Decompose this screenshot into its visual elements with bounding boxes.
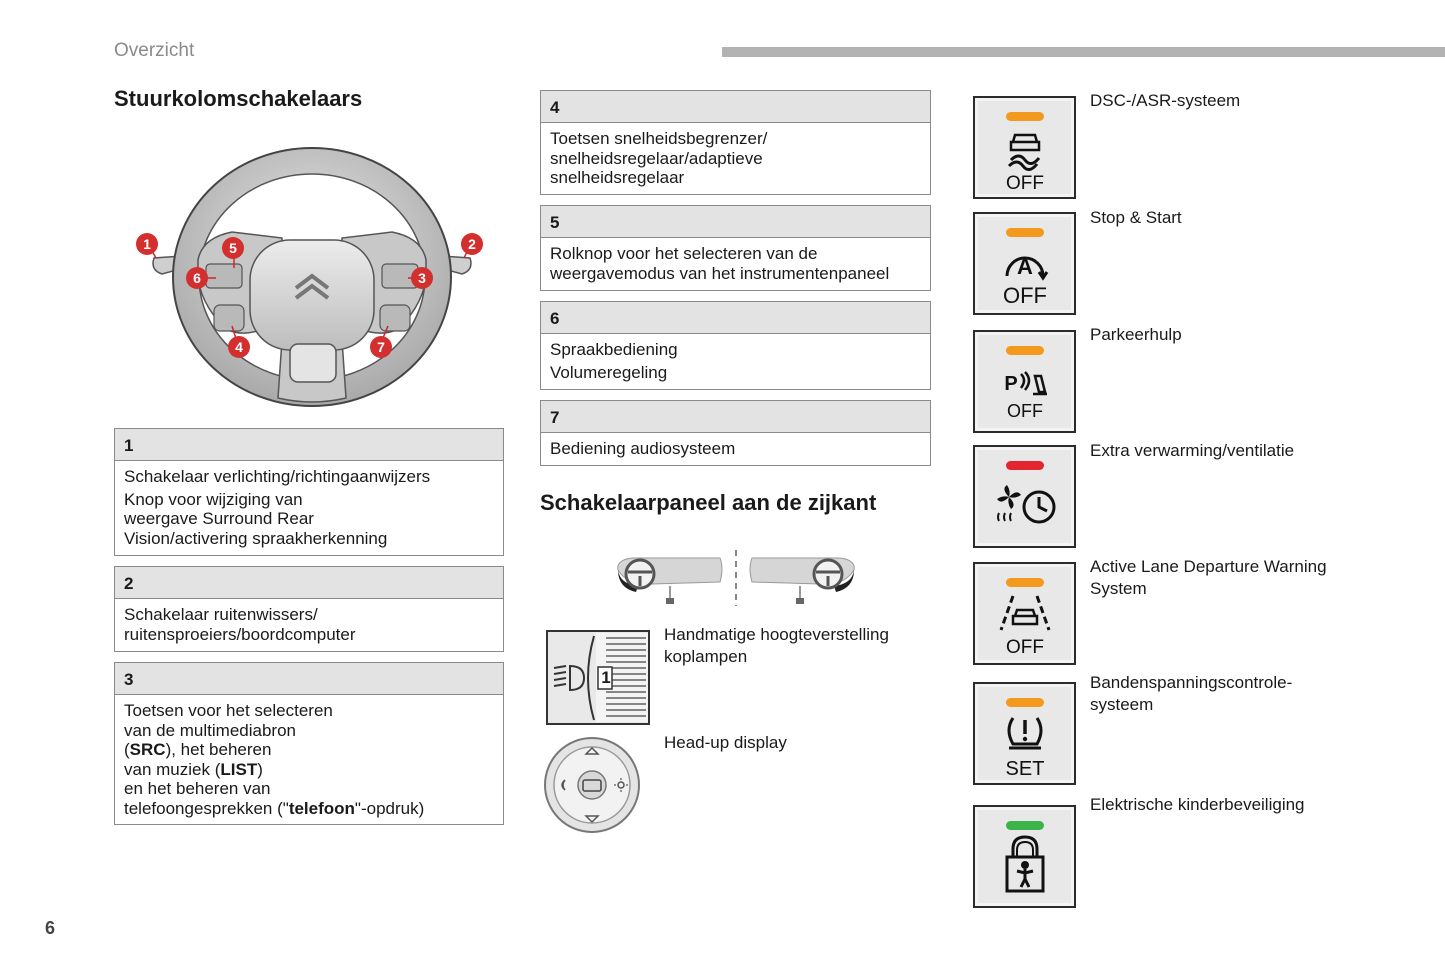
callout-number: 2 xyxy=(115,567,503,599)
svg-text:OFF: OFF xyxy=(1007,401,1043,421)
headlamp-height-dial[interactable]: 1 xyxy=(546,630,650,725)
callout-text: snelheidsregelaar/adaptieve xyxy=(550,148,763,168)
stop-start-button[interactable]: A OFF xyxy=(973,212,1076,315)
svg-text:7: 7 xyxy=(377,339,385,355)
hud-controller-icon xyxy=(544,737,640,833)
hud-label: Head-up display xyxy=(664,733,787,752)
dsc-off-icon: OFF xyxy=(1006,133,1044,194)
callout-text: Vision/activering spraakherkenning xyxy=(124,528,388,548)
headlamp-levelling-icon xyxy=(546,630,650,725)
svg-text:4: 4 xyxy=(235,339,243,355)
callout-text: weergavemodus van het instrumentenpaneel xyxy=(550,263,890,283)
marker-2: 2 xyxy=(461,233,483,255)
page-number: 6 xyxy=(45,918,56,938)
callout-text: ruitensproeiers/boordcomputer xyxy=(124,624,356,644)
callout-box-5: 5 Rolknop voor het selecteren van de wee… xyxy=(540,205,931,291)
callout-number: 3 xyxy=(115,663,503,695)
child-lock-label: Elektrische kinderbeveiliging xyxy=(1090,795,1305,814)
status-lamp xyxy=(1006,228,1044,237)
status-lamp xyxy=(1006,821,1044,830)
marker-5: 5 xyxy=(222,237,244,259)
callout-text: Bediening audiosysteem xyxy=(550,439,736,458)
svg-text:SET: SET xyxy=(1006,758,1045,780)
svg-text:3: 3 xyxy=(418,270,426,286)
marker-4: 4 xyxy=(228,336,250,358)
side-panel-location-illustration xyxy=(612,548,860,608)
park-assist-button[interactable]: P OFF xyxy=(973,330,1076,433)
tyre-pressure-button[interactable]: SET xyxy=(973,682,1076,785)
svg-text:P: P xyxy=(1004,373,1017,395)
svg-text:5: 5 xyxy=(229,240,237,256)
callout-text: Volumeregeling xyxy=(550,362,668,382)
svg-text:1: 1 xyxy=(143,236,151,252)
svg-text:A: A xyxy=(1017,254,1033,279)
header-divider-bar xyxy=(722,47,1445,57)
status-lamp xyxy=(1006,112,1044,121)
status-lamp xyxy=(1006,578,1044,587)
callout-number: 7 xyxy=(541,401,930,433)
callout-text: en het beheren van xyxy=(124,779,271,799)
svg-text:6: 6 xyxy=(193,270,201,286)
status-lamp xyxy=(1006,698,1044,707)
callout-text: Schakelaar verlichting/richtingaanwijzer… xyxy=(124,467,431,486)
tyre-pressure-label: Bandenspanningscontrole-systeem xyxy=(1090,673,1293,714)
callout-text: weergave Surround Rear xyxy=(124,509,314,529)
callout-number: 1 xyxy=(115,429,503,461)
steering-column-title: Stuurkolomschakelaars xyxy=(114,86,363,111)
callout-number: 4 xyxy=(541,91,930,123)
wheel-markers: 1 2 3 4 5 6 7 xyxy=(136,233,483,358)
callout-text: van muziek (LIST) xyxy=(124,759,263,779)
lane-departure-button[interactable]: OFF xyxy=(973,562,1076,665)
steering-wheel-illustration: 1 2 3 4 5 6 7 xyxy=(132,140,492,415)
park-assist-off-icon: P OFF xyxy=(1004,371,1047,421)
lane-departure-off-icon: OFF xyxy=(999,595,1051,658)
callout-box-3: 3 Toetsen voor het selecteren van de mul… xyxy=(114,662,504,825)
dashboard-location-icon xyxy=(617,550,855,606)
side-panel-title: Schakelaarpaneel aan de zijkant xyxy=(540,490,877,515)
hud-control-dial[interactable] xyxy=(543,736,641,834)
child-lock-icon xyxy=(1005,835,1045,893)
marker-3: 3 xyxy=(411,267,433,289)
callout-text: snelheidsregelaar xyxy=(550,168,685,188)
callout-number: 6 xyxy=(541,302,930,334)
callout-text: telefoongesprekken ("telefoon"-opdruk) xyxy=(124,798,425,818)
svg-text:OFF: OFF xyxy=(1003,283,1047,308)
callout-text: Knop voor wijziging van xyxy=(124,489,303,509)
tyre-pressure-set-icon: SET xyxy=(1006,717,1045,780)
svg-text:OFF: OFF xyxy=(1006,173,1044,194)
aux-heating-button[interactable] xyxy=(973,445,1076,548)
callout-text: Toetsen snelheidsbegrenzer/ xyxy=(550,129,768,148)
svg-text:OFF: OFF xyxy=(1006,637,1044,658)
marker-7: 7 xyxy=(370,336,392,358)
headlamp-label: Handmatige hoogteverstelling koplampen xyxy=(664,625,889,666)
heating-timer-icon xyxy=(997,485,1056,524)
stop-start-label: Stop & Start xyxy=(1090,208,1182,227)
park-assist-label: Parkeerhulp xyxy=(1090,325,1182,344)
callout-text: van de multimediabron xyxy=(124,720,296,740)
stop-start-off-icon: A OFF xyxy=(1003,254,1049,308)
callout-box-4: 4 Toetsen snelheidsbegrenzer/ snelheidsr… xyxy=(540,90,931,195)
callout-box-1: 1 Schakelaar verlichting/richtingaanwijz… xyxy=(114,428,504,556)
callout-text: (SRC), het beheren xyxy=(124,740,272,760)
dsc-label: DSC-/ASR-systeem xyxy=(1090,91,1241,110)
dsc-off-button[interactable]: OFF xyxy=(973,96,1076,199)
section-header: Overzicht xyxy=(114,40,195,61)
callout-number: 5 xyxy=(541,206,930,238)
svg-text:2: 2 xyxy=(468,236,476,252)
aux-heating-label: Extra verwarming/ventilatie xyxy=(1090,441,1295,460)
dial-position-value: 1 xyxy=(601,668,611,687)
status-lamp xyxy=(1006,461,1044,470)
callout-text: Rolknop voor het selecteren van de xyxy=(550,244,818,263)
callout-box-6: 6 Spraakbediening Volumeregeling xyxy=(540,301,931,390)
callout-box-7: 7 Bediening audiosysteem xyxy=(540,400,931,466)
status-lamp xyxy=(1006,346,1044,355)
callout-text: Schakelaar ruitenwissers/ xyxy=(124,605,318,624)
marker-6: 6 xyxy=(186,267,208,289)
child-lock-button[interactable] xyxy=(973,805,1076,908)
callout-text: Toetsen voor het selecteren xyxy=(124,701,333,720)
marker-1: 1 xyxy=(136,233,158,255)
callout-text: Spraakbediening xyxy=(550,340,678,359)
callout-box-2: 2 Schakelaar ruitenwissers/ ruitensproei… xyxy=(114,566,504,652)
